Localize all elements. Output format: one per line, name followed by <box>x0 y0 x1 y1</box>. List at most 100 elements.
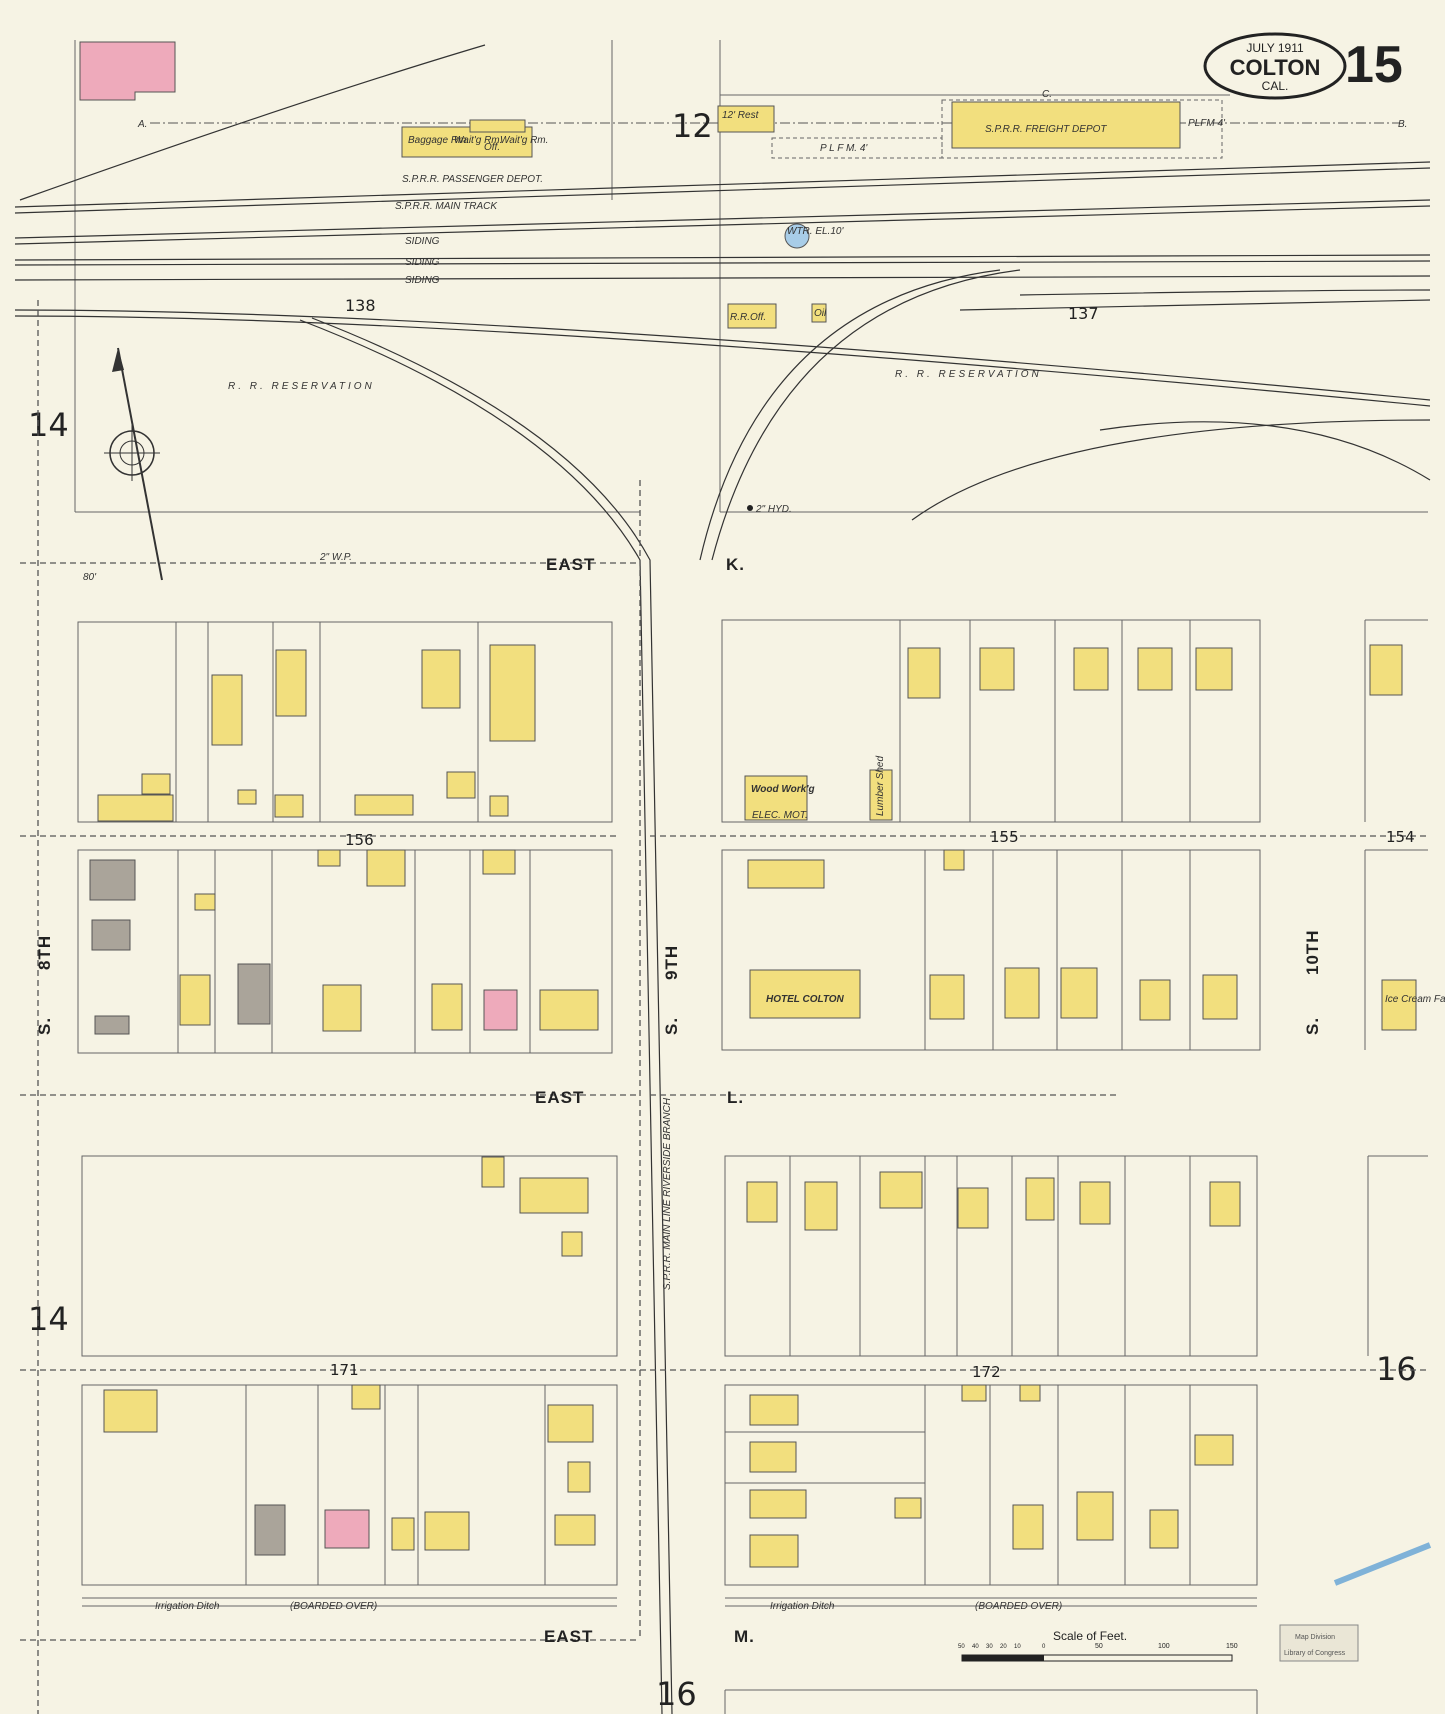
rr-office <box>727 303 777 329</box>
hydrant <box>747 505 753 511</box>
dwelling <box>489 644 536 742</box>
freight-depot-label: S.P.R.R. FREIGHT DEPOT <box>985 124 1107 135</box>
dwelling <box>211 674 243 746</box>
library-stamp: Map Division Library of Congress <box>1279 1624 1359 1662</box>
dwelling <box>1004 967 1040 1019</box>
adjacent-sheet-west-upper: 14 <box>28 406 69 444</box>
siding1-label: SIDING <box>405 236 440 247</box>
east-m-street-right: M. <box>734 1627 755 1646</box>
boarded-over-left: (BOARDED OVER) <box>290 1601 377 1612</box>
block-172: 172 <box>972 1363 1001 1381</box>
s8-street-name: 8TH <box>35 935 54 970</box>
elec-mot-label: ELEC. MOT. <box>752 810 808 821</box>
block-bottom-right: Irrigation Ditch (BOARDED OVER) <box>724 1384 1432 1612</box>
dwelling <box>1139 979 1171 1021</box>
freight-depot <box>951 101 1181 149</box>
hotel-colton-label: HOTEL COLTON <box>766 994 845 1005</box>
dwelling <box>1076 1491 1114 1541</box>
east-k-street-left: EAST <box>546 555 595 574</box>
dwelling <box>929 974 965 1020</box>
rr-reservation-left: R. R. RESERVATION <box>228 381 375 392</box>
ice-cream-factory <box>1381 979 1417 1031</box>
office-label: Off. <box>484 142 500 153</box>
hotel-colton <box>749 969 861 1019</box>
compass-rose-icon <box>104 347 163 581</box>
baggage-label: Baggage Rm. <box>408 135 469 146</box>
east-k-street-right: K. <box>726 555 745 574</box>
scale-tick: 100 <box>1158 1643 1170 1650</box>
platform-label: P L F M. 4' <box>820 143 868 154</box>
lumber-shed <box>869 769 893 821</box>
brick-building <box>79 41 176 101</box>
scale-tick: 30 <box>986 1644 993 1650</box>
s9-street-name: 9TH <box>662 945 681 980</box>
adjacent-sheet-east: 16 <box>1376 1350 1417 1388</box>
block-138: 138 <box>345 296 376 315</box>
streets: EAST K. EAST L. EAST M. S. 8TH S. 9TH S.… <box>20 300 1428 1714</box>
riverside-branch-label: S.P.R.R. MAIN LINE RIVERSIDE BRANCH <box>662 1097 673 1290</box>
stamp-line2: Library of Congress <box>1284 1650 1346 1657</box>
block-154: 154 <box>1386 828 1415 846</box>
block-171: 171 <box>330 1361 359 1379</box>
scale-bar: Scale of Feet. 50 40 30 20 10 0 50 100 1… <box>958 1629 1238 1662</box>
dwelling <box>547 1404 594 1443</box>
scale-tick: 10 <box>1014 1644 1021 1650</box>
sheet-number: 15 <box>1345 36 1403 94</box>
dwelling <box>1025 1177 1055 1221</box>
dwelling <box>804 1181 838 1231</box>
dwelling <box>749 1489 807 1519</box>
hydrant-label: 2" HYD. <box>755 504 792 515</box>
cartouche-state: CAL. <box>1262 79 1289 93</box>
east-l-street-left: EAST <box>535 1088 584 1107</box>
scale-tick: 0 <box>1042 1644 1046 1650</box>
dwelling <box>179 974 211 1026</box>
shanty <box>1194 1434 1234 1466</box>
scale-tick: 20 <box>1000 1644 1007 1650</box>
line-a-label: A. <box>137 119 147 130</box>
dwelling <box>1195 647 1233 691</box>
rr-office-label: R.R.Off. <box>730 312 766 323</box>
dwelling <box>275 649 307 717</box>
dwelling <box>539 989 599 1031</box>
rest-building <box>717 105 775 133</box>
rr-reservation-right: R. R. RESERVATION <box>895 369 1042 380</box>
dwelling <box>424 1511 470 1551</box>
siding3-label: SIDING <box>405 275 440 286</box>
block-mid-left <box>77 849 613 1054</box>
dwelling <box>1060 967 1098 1019</box>
scale-tick: 40 <box>972 1644 979 1650</box>
stamp-line1: Map Division <box>1295 1634 1335 1641</box>
rest-label: 12' Rest <box>722 110 760 121</box>
lumber-shed-label: Lumber Shed <box>875 756 886 816</box>
dwelling <box>746 1181 778 1223</box>
block-mid-right: HOTEL COLTON 155 Ice Cream Fac. 154 <box>721 828 1445 1051</box>
siding2-label: SIDING <box>405 257 440 268</box>
water-tank-label: WTR. EL.10' <box>787 226 844 237</box>
block-156: 156 <box>345 831 374 849</box>
dwelling <box>979 647 1015 691</box>
dwelling <box>519 1177 589 1214</box>
oil-label: Oil <box>814 308 827 319</box>
cartouche-date: JULY 1911 <box>1246 41 1304 55</box>
dwelling <box>1073 647 1109 691</box>
irrigation-ditch-right: Irrigation Ditch <box>770 1601 835 1612</box>
dwelling <box>322 984 362 1032</box>
dwelling <box>907 647 941 699</box>
ice-cream-label: Ice Cream Fac. <box>1385 994 1445 1005</box>
east-m-street-left: EAST <box>544 1627 593 1646</box>
wood-working-shop <box>744 775 808 821</box>
dwelling <box>1369 644 1403 696</box>
platform-right-label: PLFM 4' <box>1188 118 1226 129</box>
office <box>481 1156 505 1188</box>
s8-street-s: S. <box>35 1017 54 1035</box>
water-tank <box>784 223 810 249</box>
block-bottom-left: 171 Irrigation Ditch (BOARDED OVER) <box>81 1361 618 1612</box>
s10-street-name: 10TH <box>1303 929 1322 975</box>
block-155: 155 <box>990 828 1019 846</box>
oil-shed <box>811 303 827 323</box>
water-pipe-label: 2" W.P. <box>319 552 352 563</box>
railroad-area: A. B. C. Baggage Rm. Wait'g Rm. Off. Wai… <box>14 40 1431 1714</box>
street-width-label: 80' <box>83 572 97 583</box>
brick-dwelling <box>483 989 518 1031</box>
